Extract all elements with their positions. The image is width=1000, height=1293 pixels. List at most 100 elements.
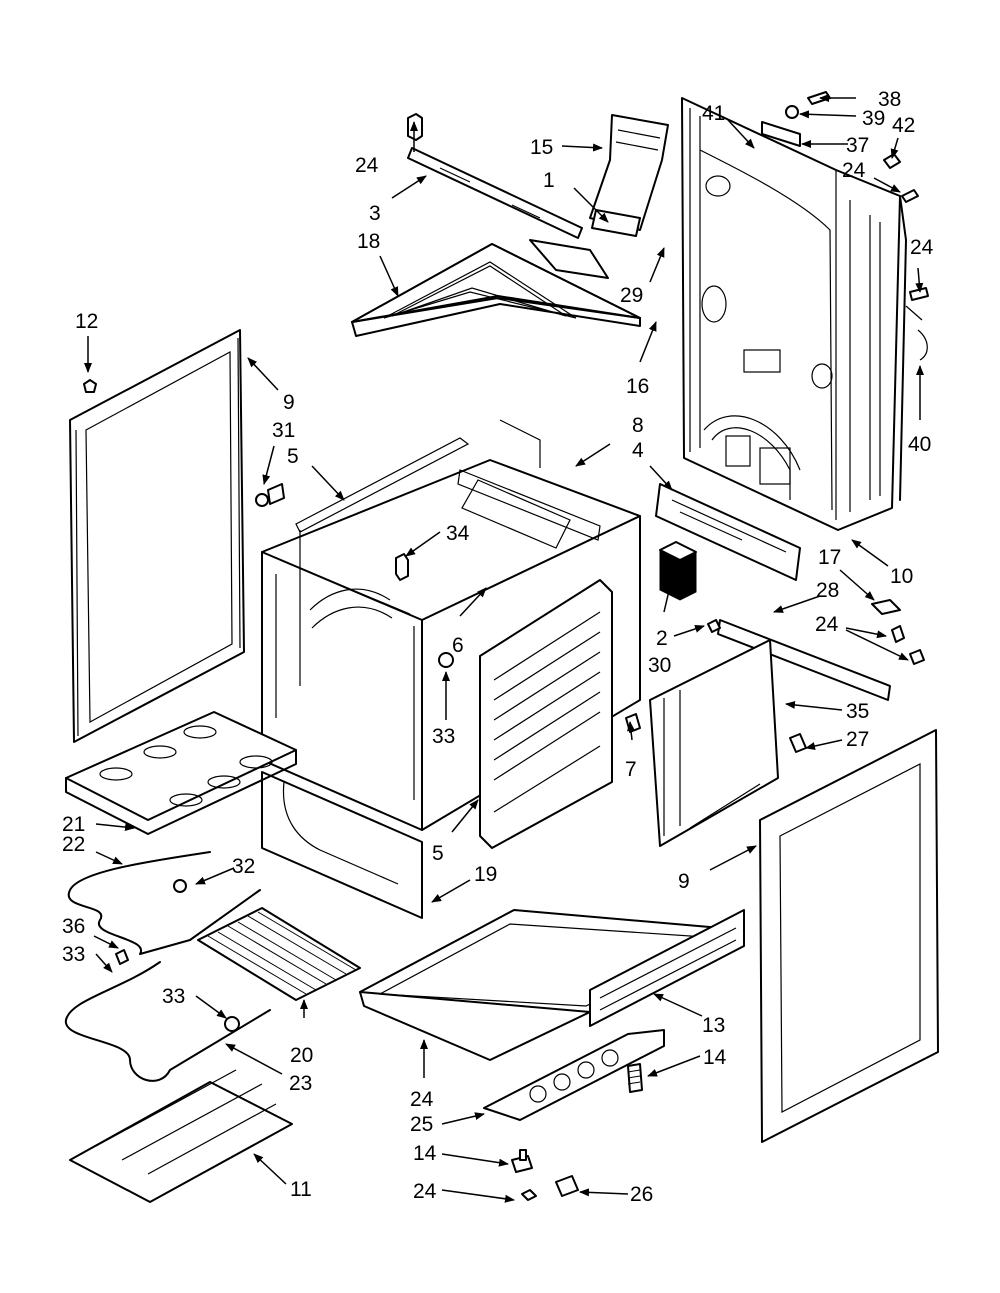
callout-20: 20 — [290, 1044, 313, 1067]
callout-14a: 14 — [703, 1046, 727, 1069]
callout-24a: 24 — [355, 154, 379, 177]
part-cooktop-frame — [351, 239, 641, 337]
leader-23 — [225, 1043, 283, 1075]
part-left-screws — [83, 379, 285, 507]
callout-36: 35 — [846, 700, 869, 723]
callout-43: 42 — [892, 114, 915, 137]
callout-37: 36 — [62, 915, 85, 938]
part-leveling-legs — [511, 1063, 643, 1201]
part-clip — [789, 733, 807, 753]
callout-24b: 24 — [842, 159, 866, 182]
leader-21 — [95, 823, 135, 832]
callout-4: 4 — [632, 439, 644, 462]
leader-17 — [839, 569, 875, 601]
part-drawer-panel — [65, 711, 297, 835]
leader-9b — [709, 845, 757, 871]
leader-3 — [391, 175, 427, 199]
leader-5a — [311, 465, 345, 501]
callout-13: 13 — [702, 1014, 725, 1037]
part-broil-element — [64, 949, 271, 1082]
leader-29 — [773, 595, 821, 613]
leader-15 — [561, 143, 603, 152]
leader-7 — [627, 721, 635, 741]
leader-10 — [851, 539, 889, 567]
part-rear-rail — [655, 483, 801, 581]
callout-27: 26 — [630, 1183, 653, 1206]
leader-16 — [639, 321, 657, 363]
leader-8 — [575, 443, 611, 467]
leader-37 — [93, 935, 119, 949]
callout-35: 34 — [446, 522, 470, 545]
leader-24c — [915, 267, 924, 293]
callout-33b: 33 — [62, 943, 85, 966]
callout-25: 24 — [410, 1088, 434, 1111]
callout-8: 8 — [632, 414, 644, 437]
leader-24f — [441, 1189, 515, 1203]
callout-9b: 9 — [678, 870, 690, 893]
callout-labels: 1 2 3 4 5 5 6 7 8 9 9 10 11 12 13 14 14 … — [62, 88, 934, 1206]
callout-12: 12 — [75, 310, 98, 333]
callout-28: 27 — [846, 728, 869, 751]
callout-9a: 9 — [283, 391, 295, 414]
callout-38: 37 — [846, 134, 869, 157]
callout-17: 17 — [818, 546, 841, 569]
leader-14b — [441, 1153, 509, 1167]
leader-33a — [195, 867, 235, 885]
part-bake-element — [67, 851, 261, 955]
leader-24e — [845, 629, 909, 661]
callout-33a: 32 — [232, 855, 255, 878]
leader-30 — [649, 247, 665, 283]
leader-42 — [727, 119, 755, 149]
callout-29: 28 — [816, 579, 839, 602]
part-drawer-slide — [483, 1029, 665, 1121]
callout-26: 25 — [410, 1113, 433, 1136]
callout-24d: 24 — [815, 613, 839, 636]
part-rear-panel — [681, 97, 907, 531]
leader-24d — [845, 627, 887, 639]
part-side-trim-left — [69, 329, 245, 743]
leader-22 — [95, 851, 123, 865]
leader-19 — [431, 879, 471, 903]
callout-16: 16 — [626, 375, 649, 398]
leader-33c — [195, 995, 227, 1019]
part-side-brackets — [707, 599, 925, 701]
leader-lines — [84, 94, 924, 1203]
part-top-bracket — [407, 113, 583, 239]
leader-36 — [785, 700, 843, 711]
callout-39: 38 — [878, 88, 901, 111]
callout-22: 22 — [62, 833, 85, 856]
leader-9a — [247, 357, 279, 391]
callout-31: 30 — [648, 654, 671, 677]
callout-3: 3 — [369, 202, 381, 225]
part-side-trim-right — [759, 729, 939, 1143]
callout-5b: 5 — [432, 842, 444, 865]
leader-11 — [253, 1153, 287, 1185]
part-oven-chassis — [261, 419, 641, 919]
callout-19: 19 — [474, 863, 497, 886]
callout-24c: 24 — [910, 236, 934, 259]
callout-42: 41 — [702, 102, 725, 125]
leader-33b — [95, 953, 113, 973]
leader-26 — [441, 1112, 485, 1125]
part-storage-drawer — [359, 909, 745, 1061]
leader-31 — [673, 625, 705, 637]
leader-24b — [873, 177, 901, 193]
callout-5a: 5 — [287, 445, 299, 468]
callout-33c: 33 — [162, 985, 185, 1008]
leader-1 — [573, 187, 609, 223]
leader-2 — [663, 577, 674, 613]
leader-13 — [653, 993, 703, 1017]
leader-40 — [799, 110, 857, 119]
leader-28 — [805, 739, 843, 750]
callout-2: 2 — [656, 627, 668, 650]
callout-11: 11 — [290, 1178, 312, 1201]
part-bottom-panel — [69, 1069, 293, 1203]
part-block — [659, 541, 697, 601]
callout-1: 1 — [543, 169, 555, 192]
callout-6: 6 — [452, 634, 464, 657]
callout-41: 40 — [908, 433, 931, 456]
callout-15: 15 — [530, 136, 553, 159]
callout-34: 33 — [432, 725, 455, 748]
part-screws-rear — [901, 189, 929, 361]
